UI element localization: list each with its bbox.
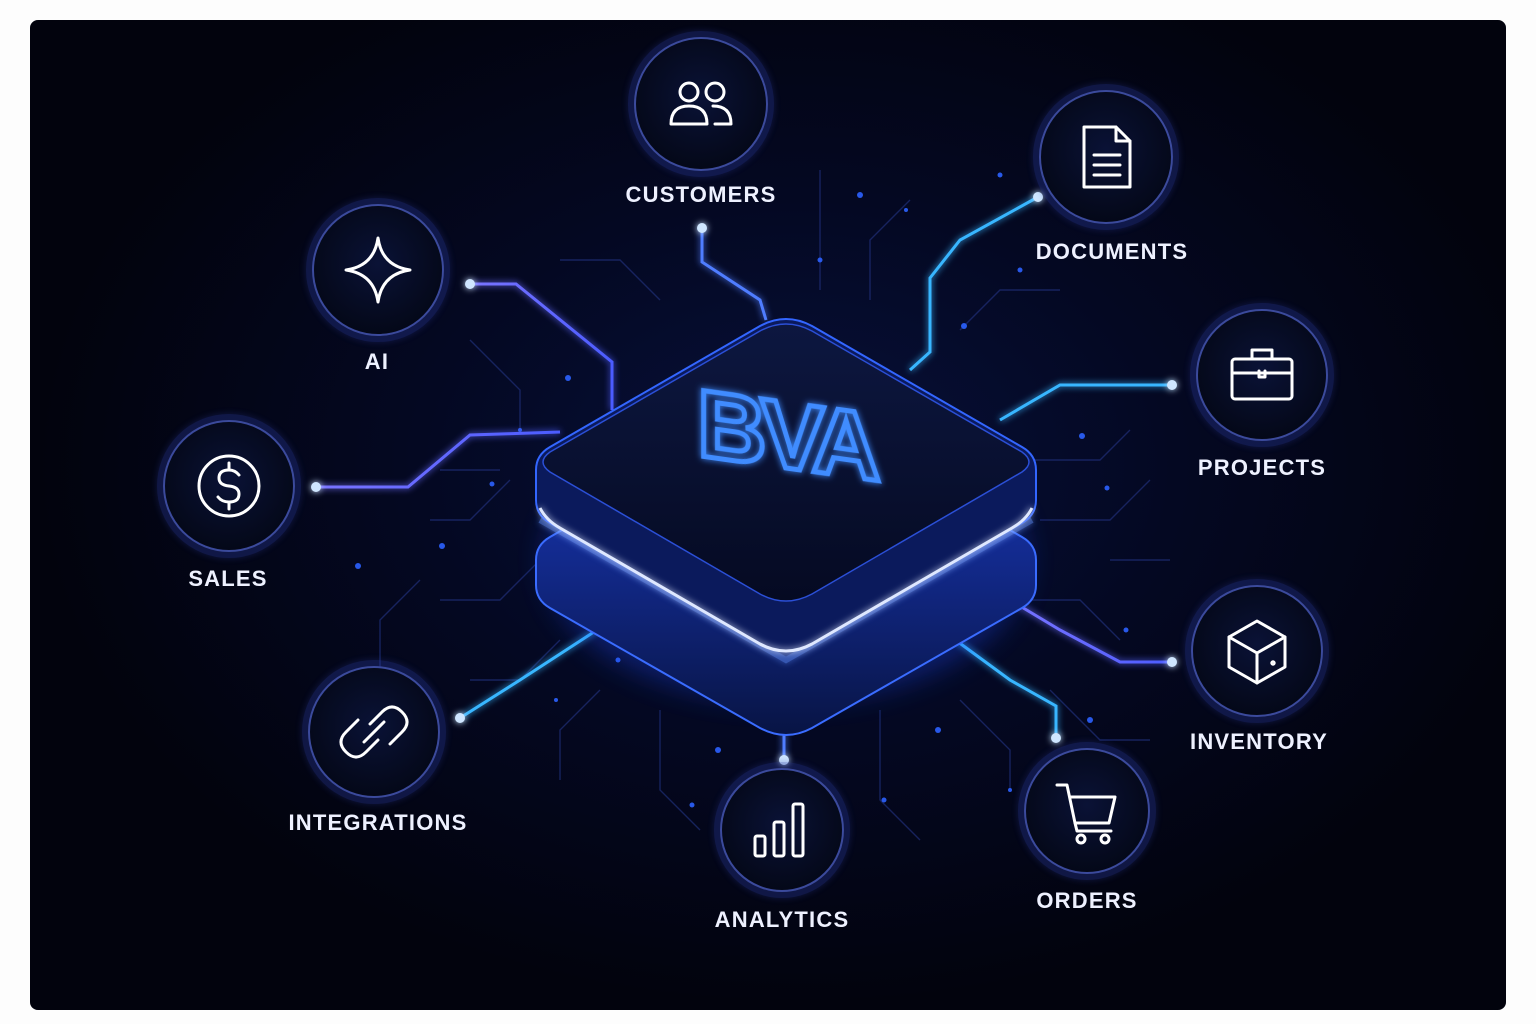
node-circle (1191, 585, 1323, 717)
node-orders[interactable]: ORDERS (1018, 742, 1156, 913)
connector-sales (316, 430, 561, 489)
connector-documents (908, 195, 1039, 372)
bar-chart-icon (753, 802, 805, 858)
connector-endpoints (311, 192, 1177, 765)
connector-integrations (459, 626, 601, 720)
node-circle (720, 768, 844, 892)
node-label-analytics: ANALYTICS (715, 907, 850, 932)
node-halo (1190, 303, 1334, 447)
node-circle (1196, 309, 1328, 441)
circuit-dots (355, 172, 1129, 808)
connector-projects (999, 383, 1172, 422)
node-halo (157, 414, 301, 558)
node-ai[interactable]: AI (306, 198, 450, 374)
node-customers[interactable]: CUSTOMERS (626, 31, 777, 207)
node-halo (1018, 742, 1156, 880)
node-label-integrations: INTEGRATIONS (289, 810, 468, 835)
node-integrations[interactable]: INTEGRATIONS (289, 660, 468, 835)
node-documents[interactable]: DOCUMENTS (1033, 84, 1189, 264)
node-sales[interactable]: SALES (157, 414, 301, 591)
connector-ai (470, 282, 614, 410)
node-label-ai: AI (365, 349, 389, 374)
node-circle (634, 37, 768, 171)
cart-icon (1055, 783, 1117, 845)
node-label-documents: DOCUMENTS (1036, 239, 1189, 264)
dollar-icon (197, 454, 261, 518)
connector-lines (316, 195, 1172, 760)
users-icon (669, 81, 733, 126)
connector-orders (949, 634, 1058, 738)
link-icon (339, 705, 409, 759)
node-label-inventory: INVENTORY (1190, 729, 1328, 754)
node-circle (1024, 748, 1150, 874)
circuit-background (379, 170, 1170, 841)
briefcase-icon (1230, 348, 1294, 401)
node-label-customers: CUSTOMERS (626, 182, 777, 207)
node-circle (1039, 90, 1173, 224)
node-halo (306, 198, 450, 342)
node-projects[interactable]: PROJECTS (1190, 303, 1334, 480)
node-inventory[interactable]: INVENTORY (1185, 579, 1329, 754)
node-halo (1185, 579, 1329, 723)
node-halo (1033, 84, 1179, 230)
connector-inventory (1009, 598, 1172, 664)
node-circle (312, 204, 444, 336)
node-analytics[interactable]: ANALYTICS (714, 762, 850, 932)
sparkle-icon (344, 236, 412, 304)
nodes-layer: CUSTOMERS DOCUMENTS PROJECTS INVENTORY ORDER… (157, 31, 1334, 932)
central-chip: BVA (535, 318, 1037, 736)
node-label-sales: SALES (188, 566, 267, 591)
document-icon (1082, 125, 1132, 189)
node-halo (714, 762, 850, 898)
node-halo (302, 660, 446, 804)
node-label-orders: ORDERS (1036, 888, 1137, 913)
node-halo (628, 31, 774, 177)
box-icon (1227, 619, 1287, 685)
node-label-projects: PROJECTS (1198, 455, 1326, 480)
connector-customers (700, 228, 768, 321)
